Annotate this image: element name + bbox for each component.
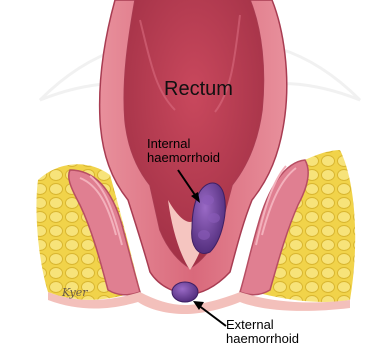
external-label-line-2: haemorrhoid	[226, 332, 299, 346]
artist-signature: Kyer	[61, 286, 88, 299]
internal-label-line-1: Internal	[147, 137, 220, 151]
external-label-line-1: External	[226, 318, 299, 332]
external-haemorrhoid-label: External haemorrhoid	[226, 318, 299, 346]
internal-label-line-2: haemorrhoid	[147, 151, 220, 165]
internal-haemorrhoid-label: Internal haemorrhoid	[147, 137, 220, 165]
external-haemorrhoid-shape	[172, 282, 198, 302]
rectum-label: Rectum	[164, 79, 233, 101]
